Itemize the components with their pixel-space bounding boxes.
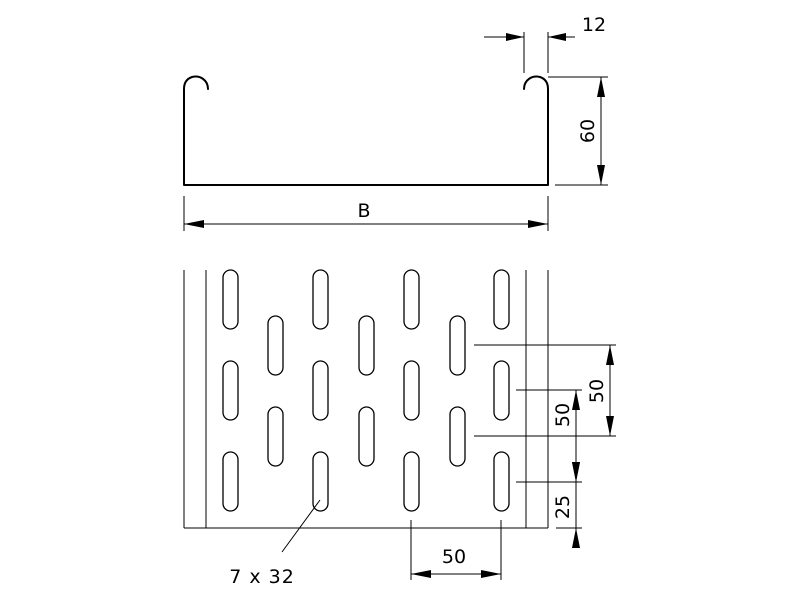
slot: [312, 360, 329, 421]
base-plan-view: 50 50 50 25: [183, 269, 616, 588]
dimension-vertical-pitch: 50: [586, 345, 614, 436]
dimension-label-horizontal-pitch: 50: [442, 546, 466, 568]
slot: [358, 315, 375, 376]
slot-size-callout: 7 x 32: [229, 499, 321, 588]
dimension-label-height: 60: [577, 119, 599, 143]
dimension-label-edge-distance: 25: [552, 495, 574, 519]
dimension-height: 60: [548, 76, 608, 186]
dimension-horizontal-pitch: 50: [410, 520, 502, 580]
slot: [358, 406, 375, 467]
slot: [449, 315, 466, 376]
slot: [493, 451, 510, 512]
slot: [403, 360, 420, 421]
dimension-label-vertical-offset: 50: [552, 403, 574, 427]
slot-size-label: 7 x 32: [229, 566, 295, 588]
slot: [222, 360, 239, 421]
tray-profile: [183, 75, 549, 186]
dimension-label-width: B: [357, 200, 370, 222]
dimension-label-lip: 12: [582, 14, 606, 36]
slot: [222, 269, 239, 330]
slot: [267, 315, 284, 376]
slot: [493, 360, 510, 421]
slot: [449, 406, 466, 467]
slot: [403, 451, 420, 512]
slot: [312, 269, 329, 330]
slot: [312, 451, 329, 512]
dimension-lip: 12: [484, 14, 606, 73]
slot: [222, 451, 239, 512]
slot: [267, 406, 284, 467]
slot: [493, 269, 510, 330]
slot: [403, 269, 420, 330]
cross-section-view: B 12 60: [183, 14, 608, 231]
dimension-width: B: [183, 196, 549, 231]
dimension-label-vertical-pitch: 50: [586, 379, 608, 403]
dimension-edge-distance: 25: [552, 462, 580, 548]
